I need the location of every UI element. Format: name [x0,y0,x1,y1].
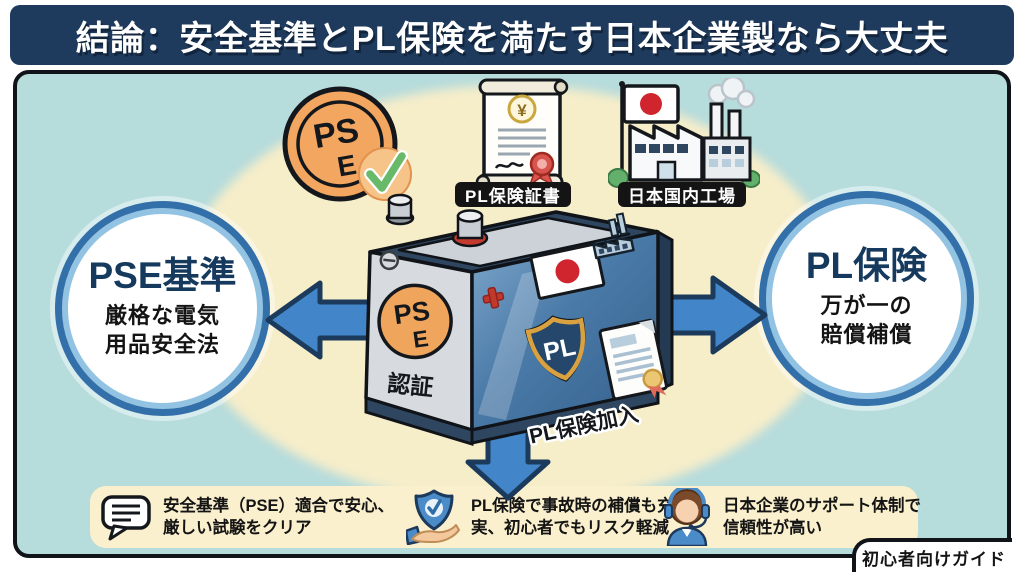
main-panel: 安全基準（PSE）適合で安心、 厳しい試験をクリア PL保険で事故時の補償も充 … [13,70,1011,558]
svg-text:PS: PS [310,111,361,156]
pl-certificate-icon: ¥ [475,78,569,191]
summary-item-pse: 安全基準（PSE）適合で安心、 厳しい試験をクリア [100,486,394,548]
pse-mark-coin-icon: PS E [282,86,412,202]
support-operator-icon [664,488,710,546]
certificate-sticker [598,318,668,401]
guide-tab-label: 初心者向けガイド [862,549,1006,569]
svg-text:E: E [411,325,430,353]
summary-text: PL保険で事故時の補償も充 実、初心者でもリスク軽減 [471,496,674,537]
summary-text: 日本企業のサポート体制で 信頼性が高い [723,496,921,537]
page-title: 結論：安全基準とPL保険を満たす日本企業製なら大丈夫 [75,19,949,58]
speech-bubble-icon [101,495,151,541]
battery-illustration: PS E 認証 [364,193,674,451]
summary-text: 安全基準（PSE）適合で安心、 厳しい試験をクリア [163,496,395,537]
battery-terminal-positive [451,209,489,248]
battery-cert-label: 認証 [386,370,434,401]
pl-insurance-circle: PL保険 万が一の 賠償補償 [759,191,974,406]
factory-sticker [592,212,635,260]
summary-item-pl: PL保険で事故時の補償も充 実、初心者でもリスク軽減 [406,486,674,548]
shield-hand-icon [406,489,460,545]
guide-tab: 初心者向けガイド [852,538,1012,572]
battery-terminal-negative [385,193,415,226]
circle-subtitle: 厳格な電気 用品安全法 [104,303,220,357]
svg-text:E: E [335,149,359,183]
factory-label-badge: 日本国内工場 [618,182,746,207]
summary-item-support: 日本企業のサポート体制で 信頼性が高い [662,486,921,548]
svg-text:¥: ¥ [517,101,527,120]
pl-shield-icon: PL [524,315,586,382]
japan-factory-icon [608,78,760,188]
svg-text:PL: PL [541,333,578,367]
certificate-label-badge: PL保険証書 [455,182,571,207]
svg-text:PS: PS [392,295,432,330]
arrows-layer [265,275,768,501]
circle-title: PSE基準 [88,255,237,297]
battery-pse-mark [377,283,453,360]
title-banner: 結論：安全基準とPL保険を満たす日本企業製なら大丈夫 [10,5,1014,65]
checkmark-icon [366,152,406,192]
pse-standard-circle: PSE基準 厳格な電気 用品安全法 [55,201,270,416]
circle-title: PL保険 [805,245,928,287]
circle-subtitle: 万が一の 賠償補償 [820,293,913,347]
plus-mark-icon [482,286,505,309]
